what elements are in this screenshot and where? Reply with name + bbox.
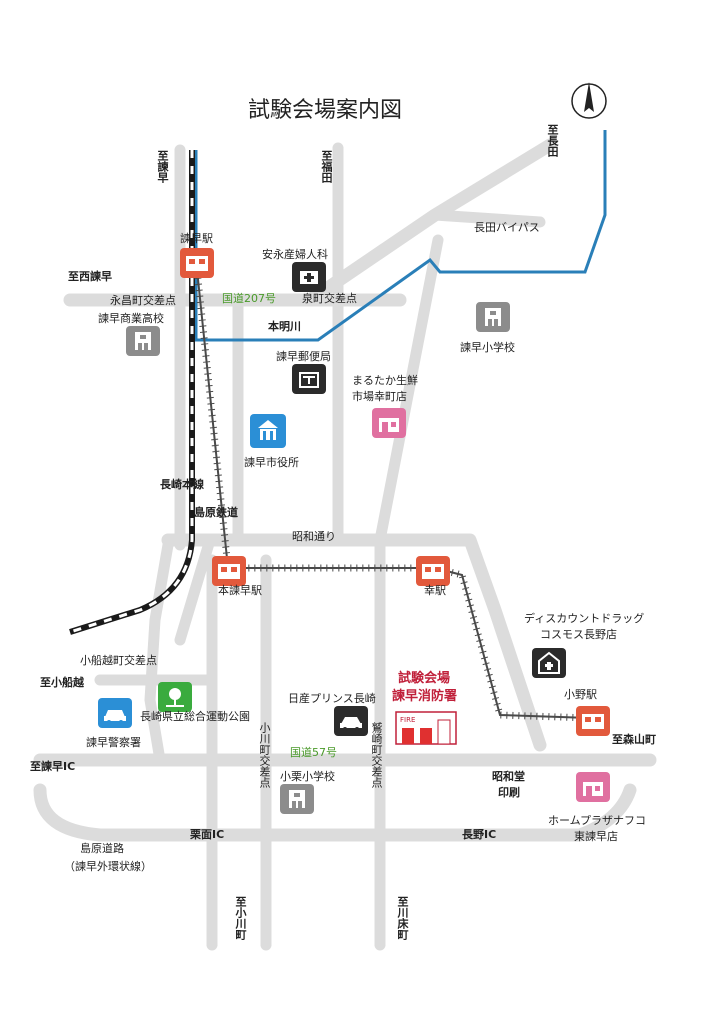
post-office-icon	[292, 364, 326, 394]
landmark-commercial-school: 諫早商業高校	[98, 312, 164, 325]
road-label-showa-dori: 昭和通り	[292, 530, 336, 543]
landmark-police: 諫早警察署	[86, 736, 141, 749]
train-station-icon	[180, 248, 214, 278]
venue-label-line1: 試験会場	[398, 671, 451, 686]
landmark-kuri-elem: 小栗小学校	[280, 770, 335, 783]
fire-station-building-icon	[395, 711, 457, 745]
landmark-home-plaza-line1: ホームプラザナフコ	[548, 814, 647, 827]
road-nagata-bypass-east	[429, 209, 546, 228]
landmark-marutaka-line2: 市場幸町店	[352, 390, 407, 403]
direction-kobunakoshi: 至小船越	[40, 676, 84, 689]
direction-nishi-isahaya: 至西諫早	[68, 270, 112, 283]
station-label-hon-isahaya: 本諫早駅	[218, 584, 262, 597]
direction-nagata: 至長田	[546, 124, 559, 157]
station-label-ono: 小野駅	[564, 688, 597, 701]
store-icon	[576, 772, 610, 802]
road-west-curve	[144, 539, 174, 766]
direction-moriyama: 至森山町	[612, 733, 656, 746]
direction-isahaya-ic: 至諫早IC	[30, 760, 76, 773]
landmark-cosmos-line1: ディスカウントドラッグ	[524, 612, 645, 625]
road-label-route207: 国道207号	[222, 292, 276, 305]
drugstore-icon	[532, 648, 566, 678]
landmark-isahaya-elem: 諫早小学校	[460, 341, 515, 354]
road-label-route57: 国道57号	[290, 746, 337, 759]
school-icon	[476, 302, 510, 332]
direction-kawatoko: 至川床町	[396, 896, 409, 940]
intersection-kobunakoshi: 小船越町交差点	[80, 654, 157, 667]
train-station-icon	[576, 706, 610, 736]
river-label-honmyo: 本明川	[268, 320, 301, 333]
north-arrow-icon	[571, 82, 607, 119]
intersection-ogawamachi: 小川町交差点	[258, 722, 271, 788]
train-station-icon	[212, 556, 246, 586]
road-diagonal-west	[174, 534, 216, 646]
road-label-nagata-bypass: 長田バイパス	[474, 221, 540, 234]
landmark-city-hall: 諫早市役所	[244, 456, 299, 469]
school-icon	[126, 326, 160, 356]
landmark-cosmos-line2: コスモス長野店	[540, 628, 617, 641]
station-label-isahaya: 諫早駅	[180, 232, 213, 245]
river-honmyo	[194, 130, 607, 342]
train-station-icon	[416, 556, 450, 586]
rail-label-shimabara: 島原鉄道	[194, 506, 238, 519]
landmark-nissan: 日産プリンス長崎	[288, 692, 376, 705]
direction-isahaya-north: 至諫早	[156, 150, 169, 183]
park-icon	[158, 682, 192, 712]
direction-ogawa: 至小川町	[234, 896, 247, 940]
railway-nagasaki-line	[69, 150, 195, 635]
ic-label-kurumi: 栗面IC	[190, 828, 225, 841]
intersection-shinozakimachi: 鷲崎町交差点	[370, 722, 383, 788]
school-icon	[280, 784, 314, 814]
landmark-post-office: 諫早郵便局	[276, 350, 331, 363]
intersection-nagamasa: 永昌町交差点	[110, 294, 176, 307]
city-hall-icon	[250, 414, 286, 448]
landmark-marutaka-line1: まるたか生鮮	[352, 374, 418, 387]
landmark-printing-line1: 昭和堂	[492, 770, 525, 783]
road-label-shimabara: 島原道路	[80, 842, 124, 855]
road-showa	[161, 533, 547, 752]
rail-label-nagasaki-line: 長崎本線	[160, 478, 204, 491]
map-title: 試験会場案内図	[248, 98, 403, 123]
landmark-yasunaga: 安永産婦人科	[262, 248, 328, 261]
police-car-icon	[98, 698, 132, 728]
landmark-park: 長崎県立総合運動公園	[140, 710, 250, 723]
road-label-shimabara-sub: （諫早外環状線）	[64, 860, 152, 873]
road-shimabara	[33, 783, 637, 842]
ic-label-nagano: 長野IC	[462, 828, 497, 841]
car-dealer-icon	[334, 706, 368, 736]
venue-label-line2: 諫早消防署	[392, 689, 458, 704]
store-icon	[372, 408, 406, 438]
direction-fukuda: 至福田	[320, 150, 333, 183]
fire-sign: FIRE	[400, 716, 416, 724]
landmark-printing-line2: 印刷	[498, 786, 520, 799]
station-label-saiwai: 幸駅	[424, 584, 446, 597]
road-saiwai-north	[374, 234, 444, 546]
roads	[33, 138, 657, 951]
intersection-izumimachi: 泉町交差点	[302, 292, 357, 305]
hospital-icon	[292, 262, 326, 292]
landmark-home-plaza-line2: 東諫早店	[574, 830, 618, 843]
